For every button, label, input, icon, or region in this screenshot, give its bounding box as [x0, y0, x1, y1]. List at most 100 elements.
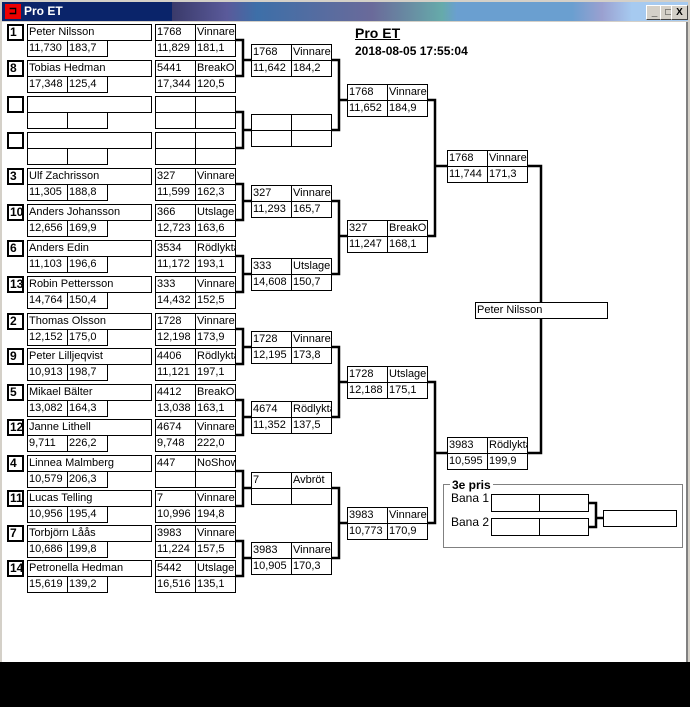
- result-speed[interactable]: 197,1: [195, 364, 236, 381]
- match-id[interactable]: 1768: [447, 150, 488, 167]
- reaction-time[interactable]: 10,956: [27, 506, 68, 523]
- seed-number[interactable]: 2: [7, 313, 24, 330]
- speed[interactable]: 175,0: [67, 329, 108, 346]
- speed[interactable]: 183,7: [67, 40, 108, 57]
- player-name[interactable]: Robin Pettersson: [27, 276, 152, 293]
- result-status[interactable]: Vinnare: [195, 24, 236, 41]
- reaction-time[interactable]: 13,082: [27, 400, 68, 417]
- result-speed[interactable]: [195, 112, 236, 129]
- speed[interactable]: 164,3: [67, 400, 108, 417]
- speed[interactable]: 198,7: [67, 364, 108, 381]
- result-time[interactable]: 11,172: [155, 256, 196, 273]
- result-id[interactable]: 4406: [155, 348, 196, 365]
- speed[interactable]: 196,6: [67, 256, 108, 273]
- result-id[interactable]: 4412: [155, 384, 196, 401]
- match-time[interactable]: [251, 130, 292, 147]
- match-status[interactable]: [291, 114, 332, 131]
- match-status[interactable]: Utslagen: [291, 258, 332, 275]
- match-speed[interactable]: [291, 488, 332, 505]
- match-id[interactable]: 4674: [251, 401, 292, 418]
- result-time[interactable]: 14,432: [155, 292, 196, 309]
- speed[interactable]: 199,8: [67, 541, 108, 558]
- champion-field[interactable]: Peter Nilsson: [475, 302, 608, 319]
- reaction-time[interactable]: 14,764: [27, 292, 68, 309]
- title-bar[interactable]: ⊐ Pro ET _ □ X: [2, 2, 688, 21]
- seed-number[interactable]: 8: [7, 60, 24, 77]
- result-status[interactable]: BreakOut: [195, 60, 236, 77]
- match-speed[interactable]: 171,3: [487, 166, 528, 183]
- match-status[interactable]: Vinnare: [291, 542, 332, 559]
- seed-number[interactable]: 12: [7, 419, 24, 436]
- seed-number[interactable]: 11: [7, 490, 24, 507]
- seed-number[interactable]: 14: [7, 560, 24, 577]
- match-speed[interactable]: 184,2: [291, 60, 332, 77]
- match-id[interactable]: 3983: [447, 437, 488, 454]
- match-id[interactable]: 1768: [347, 84, 388, 101]
- result-time[interactable]: 12,723: [155, 220, 196, 237]
- seed-number[interactable]: 9: [7, 348, 24, 365]
- match-speed[interactable]: 175,1: [387, 382, 428, 399]
- reaction-time[interactable]: 10,579: [27, 471, 68, 488]
- result-id[interactable]: 7: [155, 490, 196, 507]
- match-status[interactable]: BreakOut: [387, 220, 428, 237]
- match-speed[interactable]: 170,9: [387, 523, 428, 540]
- result-time[interactable]: 9,748: [155, 435, 196, 452]
- player-name[interactable]: Peter Nilsson: [27, 24, 152, 41]
- speed[interactable]: [67, 112, 108, 129]
- result-time[interactable]: 13,038: [155, 400, 196, 417]
- speed[interactable]: 206,3: [67, 471, 108, 488]
- result-id[interactable]: 447: [155, 455, 196, 472]
- reaction-time[interactable]: 11,730: [27, 40, 68, 57]
- result-status[interactable]: BreakOut: [195, 384, 236, 401]
- result-time[interactable]: [155, 112, 196, 129]
- reaction-time[interactable]: 9,711: [27, 435, 68, 452]
- result-speed[interactable]: [195, 471, 236, 488]
- match-time[interactable]: 11,652: [347, 100, 388, 117]
- result-speed[interactable]: 173,9: [195, 329, 236, 346]
- match-speed[interactable]: 168,1: [387, 236, 428, 253]
- match-status[interactable]: Vinnare: [487, 150, 528, 167]
- result-status[interactable]: NoShow: [195, 455, 236, 472]
- player-name[interactable]: Janne Lithell: [27, 419, 152, 436]
- result-status[interactable]: Vinnare: [195, 276, 236, 293]
- result-id[interactable]: 3983: [155, 525, 196, 542]
- player-name[interactable]: Thomas Olsson: [27, 313, 152, 330]
- match-status[interactable]: Vinnare: [291, 44, 332, 61]
- result-id[interactable]: [155, 132, 196, 149]
- result-speed[interactable]: [195, 148, 236, 165]
- match-speed[interactable]: 170,3: [291, 558, 332, 575]
- reaction-time[interactable]: 17,348: [27, 76, 68, 93]
- reaction-time[interactable]: [27, 112, 68, 129]
- reaction-time[interactable]: 10,913: [27, 364, 68, 381]
- player-name[interactable]: Lucas Telling: [27, 490, 152, 507]
- lane-2-status-field[interactable]: [539, 518, 589, 536]
- match-time[interactable]: 11,744: [447, 166, 488, 183]
- match-time[interactable]: 14,608: [251, 274, 292, 291]
- reaction-time[interactable]: 11,103: [27, 256, 68, 273]
- match-speed[interactable]: [291, 130, 332, 147]
- match-speed[interactable]: 173,8: [291, 347, 332, 364]
- result-speed[interactable]: 163,1: [195, 400, 236, 417]
- seed-number[interactable]: 1: [7, 24, 24, 41]
- seed-number[interactable]: 6: [7, 240, 24, 257]
- match-status[interactable]: Rödlykta: [291, 401, 332, 418]
- result-speed[interactable]: 222,0: [195, 435, 236, 452]
- player-name[interactable]: [27, 96, 152, 113]
- match-time[interactable]: 12,188: [347, 382, 388, 399]
- speed[interactable]: 125,4: [67, 76, 108, 93]
- match-speed[interactable]: 150,7: [291, 274, 332, 291]
- match-time[interactable]: 11,247: [347, 236, 388, 253]
- result-id[interactable]: 1728: [155, 313, 196, 330]
- match-time[interactable]: 11,642: [251, 60, 292, 77]
- match-time[interactable]: 10,595: [447, 453, 488, 470]
- result-status[interactable]: Vinnare: [195, 168, 236, 185]
- match-status[interactable]: Utslagen: [387, 366, 428, 383]
- result-speed[interactable]: 157,5: [195, 541, 236, 558]
- result-status[interactable]: Utslagen: [195, 204, 236, 221]
- player-name[interactable]: [27, 132, 152, 149]
- match-id[interactable]: 3983: [347, 507, 388, 524]
- result-id[interactable]: 4674: [155, 419, 196, 436]
- seed-number[interactable]: 3: [7, 168, 24, 185]
- seed-number[interactable]: 7: [7, 525, 24, 542]
- result-status[interactable]: Vinnare: [195, 525, 236, 542]
